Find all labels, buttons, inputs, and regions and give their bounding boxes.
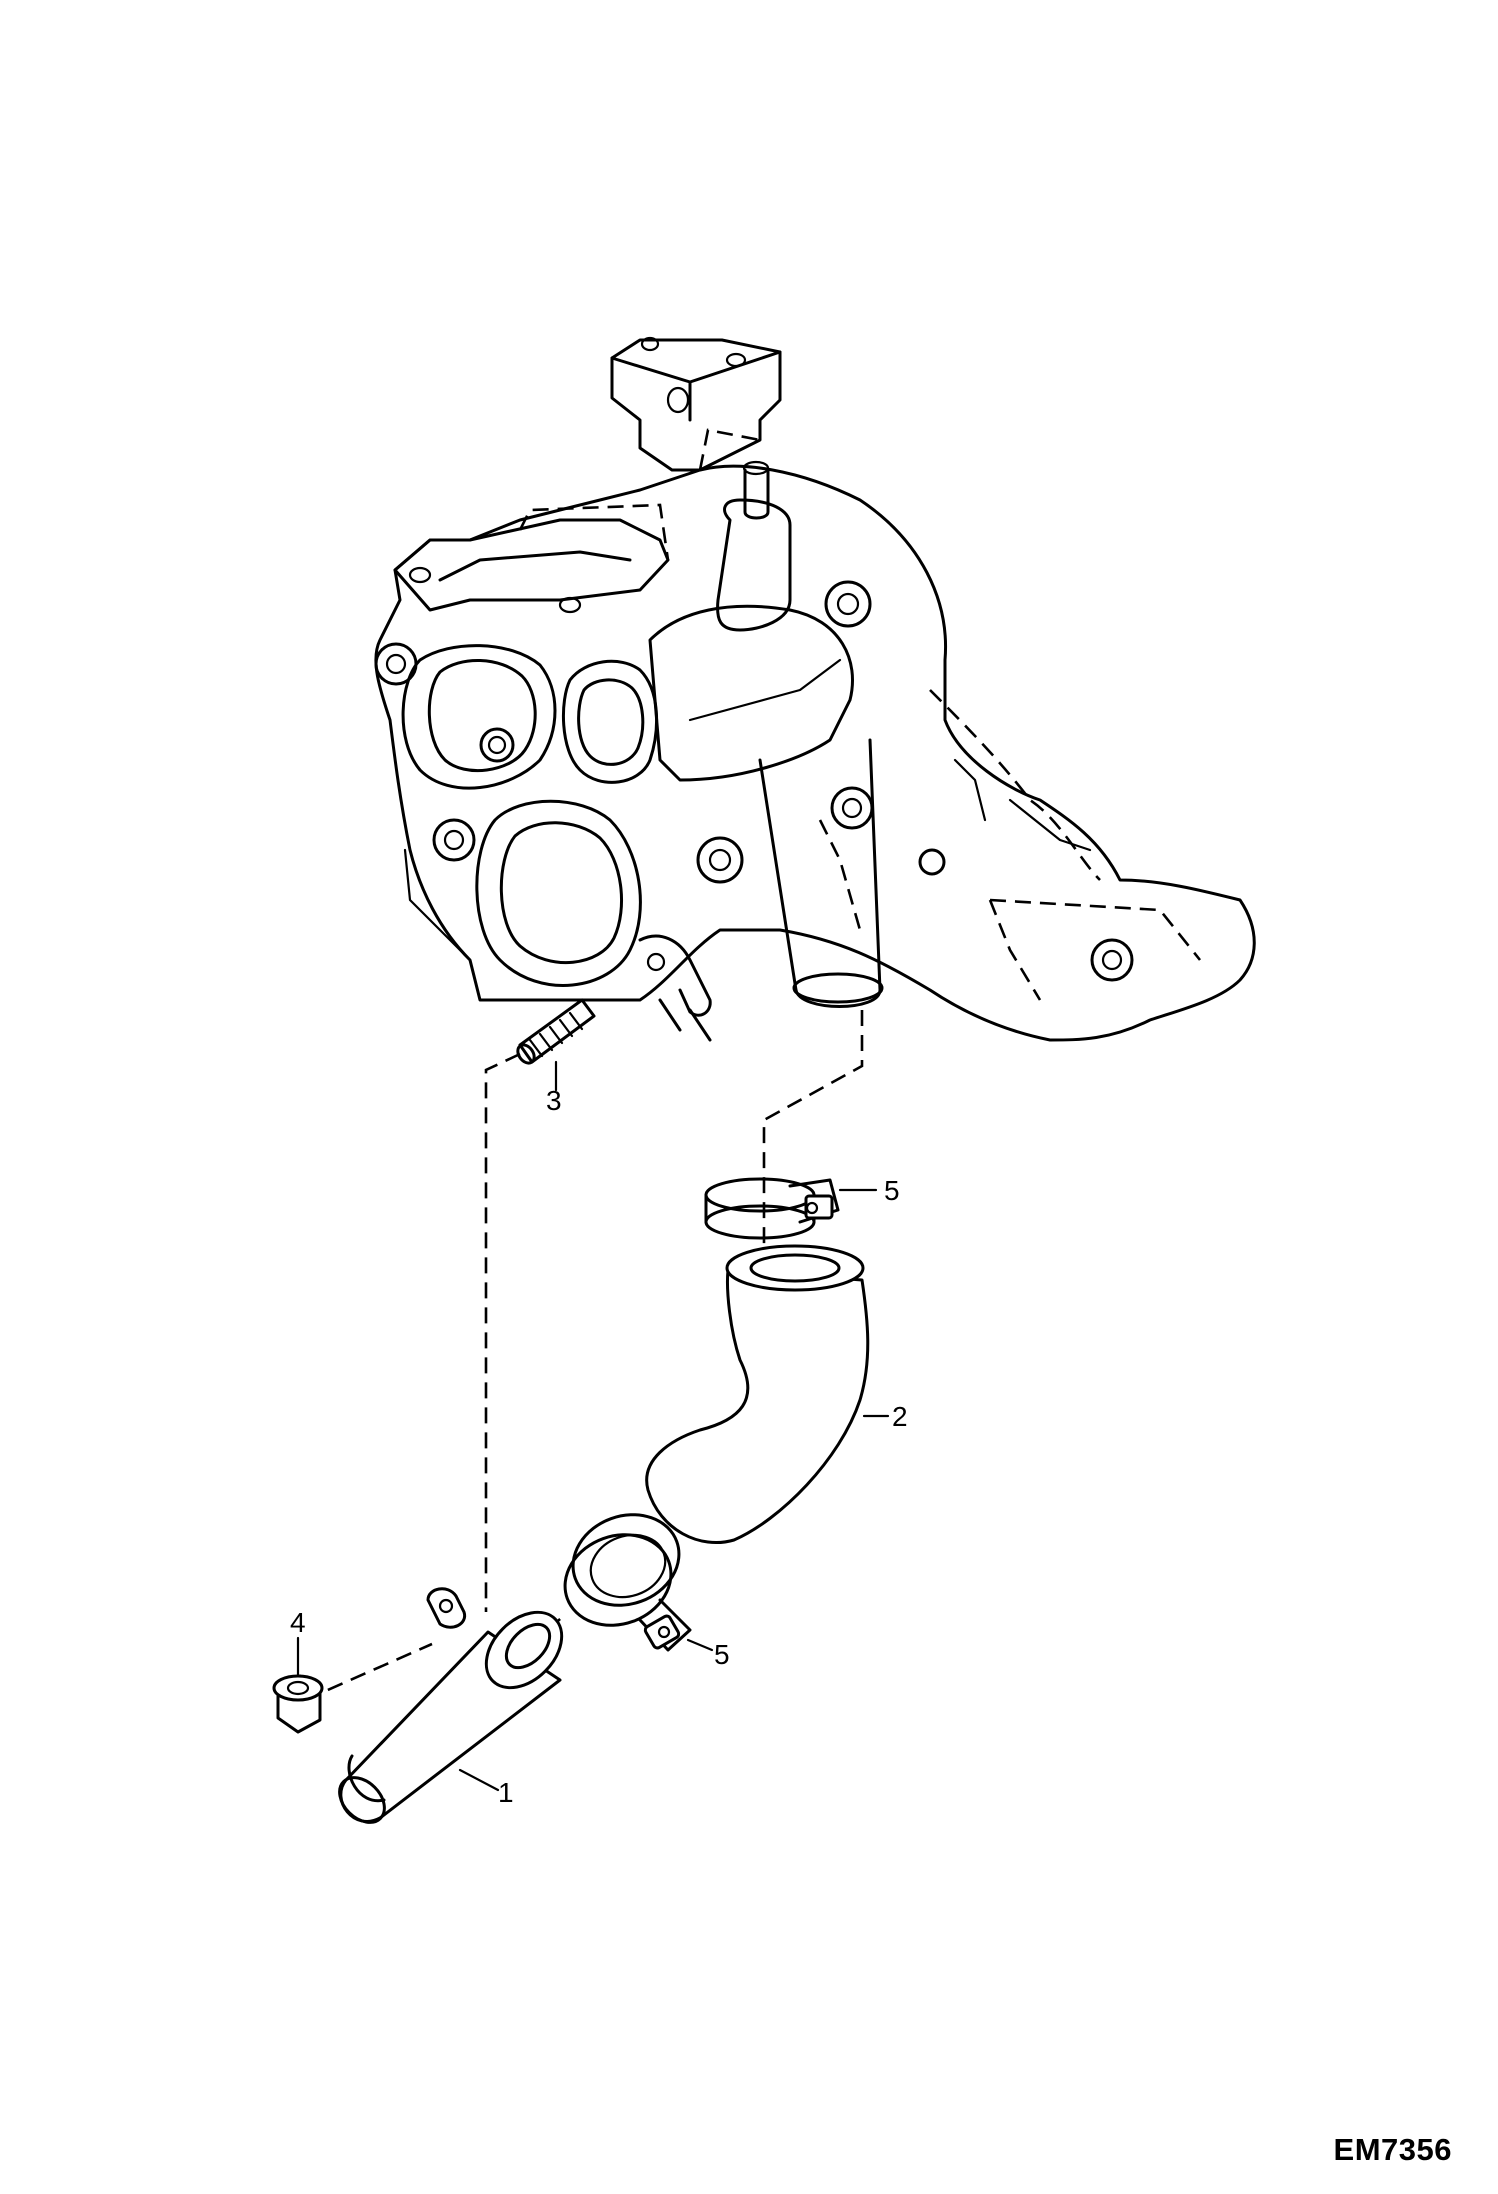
hose-clip-upper-part-5	[704, 1177, 878, 1240]
callout-part-3: 3	[546, 1085, 562, 1116]
callout-part-2: 2	[892, 1401, 908, 1432]
alignment-line-stud	[484, 1052, 521, 1612]
alignment-line-spigot	[762, 1010, 864, 1244]
alignment-line-nut	[304, 1642, 433, 1702]
callout-part-5-lower: 5	[714, 1639, 730, 1670]
figure-reference-code: EM7356	[1333, 2132, 1452, 2167]
callout-part-5-upper: 5	[884, 1175, 900, 1206]
stud-part-3	[516, 998, 596, 1092]
nut-part-4	[272, 1636, 324, 1734]
elbow-hose-part-2	[645, 1244, 890, 1545]
coolant-pipe-part-1	[338, 1587, 564, 1824]
callout-part-4: 4	[290, 1607, 306, 1638]
hose-clip-lower-part-5	[563, 1513, 714, 1652]
water-pump-housing	[374, 336, 1256, 1042]
callout-part-1: 1	[498, 1777, 514, 1808]
